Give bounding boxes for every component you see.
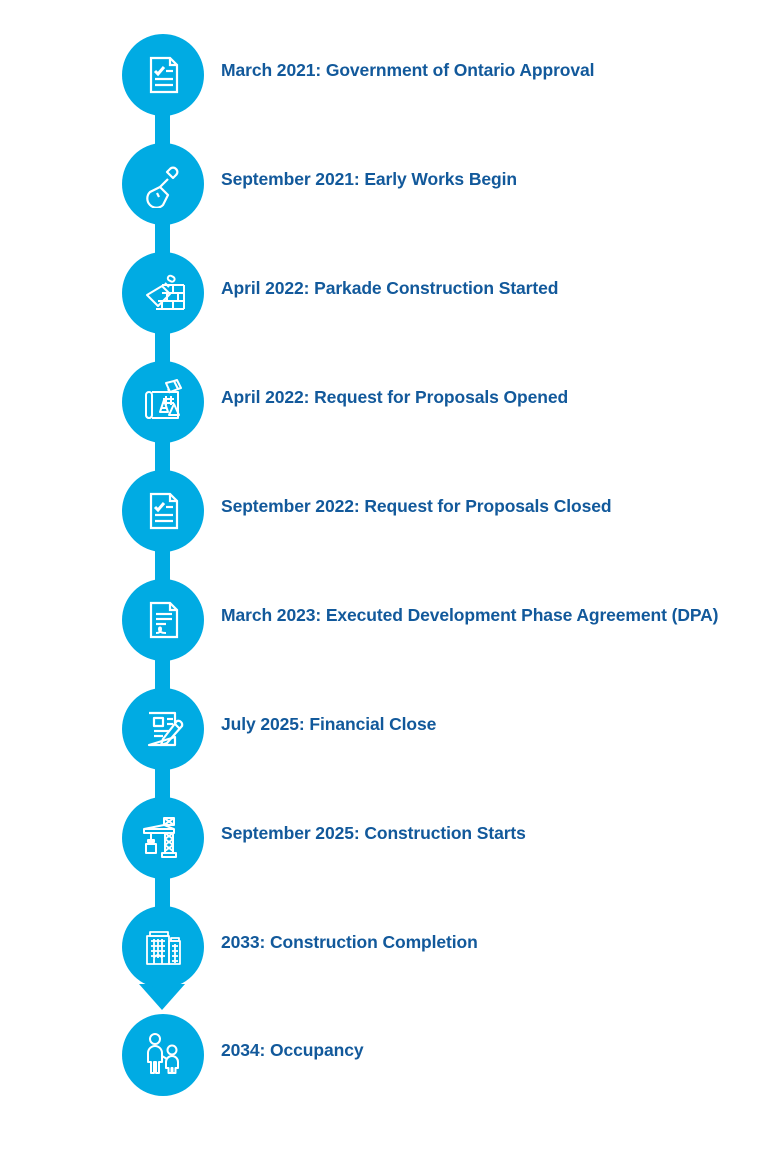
document-check-icon	[139, 487, 187, 535]
milestone-icon-bubble	[122, 34, 204, 116]
milestone-icon-bubble	[122, 797, 204, 879]
milestone-label: March 2023: Executed Development Phase A…	[221, 605, 719, 625]
timeline-connector	[155, 105, 170, 150]
milestone-label: April 2022: Parkade Construction Started	[221, 278, 559, 298]
timeline-arrow-icon	[139, 984, 185, 1010]
milestone-label: September 2025: Construction Starts	[221, 823, 526, 843]
milestone-label: April 2022: Request for Proposals Opened	[221, 387, 569, 407]
milestone-icon-bubble	[122, 252, 204, 334]
timeline-connector	[155, 432, 170, 477]
crane-icon	[138, 813, 188, 863]
milestone-icon-bubble	[122, 688, 204, 770]
milestone-icon-bubble	[122, 470, 204, 552]
timeline-connector	[155, 759, 170, 804]
blueprint-drafting-icon	[138, 377, 188, 427]
timeline-connector	[155, 214, 170, 259]
milestone-label: March 2021: Government of Ontario Approv…	[221, 60, 595, 80]
milestone-icon-bubble	[122, 361, 204, 443]
timeline-connector	[155, 650, 170, 695]
trowel-bricks-icon	[138, 268, 188, 318]
milestone-icon-bubble	[122, 1014, 204, 1096]
signed-document-icon	[139, 596, 187, 644]
document-check-icon	[139, 51, 187, 99]
milestone-icon-bubble	[122, 906, 204, 988]
adult-child-icon	[138, 1030, 188, 1080]
shovel-icon	[139, 160, 187, 208]
timeline-connector	[155, 323, 170, 368]
timeline-connector	[155, 541, 170, 586]
timeline-connector	[155, 868, 170, 913]
milestone-icon-bubble	[122, 143, 204, 225]
milestone-label: July 2025: Financial Close	[221, 714, 437, 734]
building-icon	[138, 922, 188, 972]
contract-pen-icon	[139, 705, 187, 753]
milestone-label: September 2022: Request for Proposals Cl…	[221, 496, 612, 516]
milestone-icon-bubble	[122, 579, 204, 661]
milestone-label: 2033: Construction Completion	[221, 932, 478, 952]
milestone-label: September 2021: Early Works Begin	[221, 169, 517, 189]
milestone-label: 2034: Occupancy	[221, 1040, 364, 1060]
